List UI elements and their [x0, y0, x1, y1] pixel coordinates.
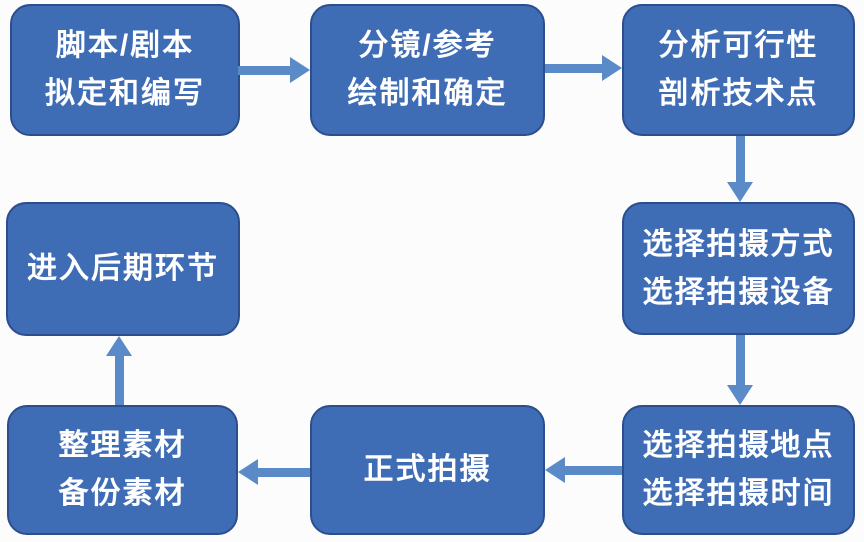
arrow-left-icon — [545, 457, 622, 483]
arrow-head — [727, 385, 753, 405]
arrow-head — [727, 182, 753, 202]
node-text-line: 拟定和编写 — [45, 77, 205, 110]
node-feasibility-analysis: 分析可行性 剖析技术点 — [622, 4, 855, 136]
node-text-line: 整理素材 — [58, 429, 187, 462]
arrow-shaft — [565, 465, 622, 475]
node-choose-location-time: 选择拍摄地点 选择拍摄时间 — [622, 405, 855, 535]
node-text-line: 分析可行性 — [658, 29, 819, 62]
node-organize-backup-material: 整理素材 备份素材 — [7, 405, 238, 535]
arrow-down-icon — [727, 335, 753, 405]
node-formal-shooting: 正式拍摄 — [310, 405, 545, 535]
arrow-head — [290, 57, 310, 83]
node-text-line: 进入后期环节 — [27, 252, 219, 285]
arrow-shaft — [735, 335, 745, 385]
node-text-line: 分镜/参考 — [358, 29, 497, 62]
arrow-right-icon — [545, 55, 622, 81]
arrow-shaft — [114, 356, 124, 405]
node-text-line: 选择拍摄时间 — [642, 477, 835, 510]
arrow-shaft — [238, 65, 290, 75]
node-text-line: 绘制和确定 — [347, 77, 508, 110]
arrow-head — [602, 55, 622, 81]
node-enter-post-production: 进入后期环节 — [6, 202, 240, 336]
node-storyboard-drawing: 分镜/参考 绘制和确定 — [310, 4, 545, 136]
arrow-shaft — [258, 467, 310, 477]
arrow-head — [545, 457, 565, 483]
node-text-line: 备份素材 — [58, 477, 187, 510]
arrow-shaft — [545, 63, 602, 73]
arrow-down-icon — [727, 136, 753, 202]
node-text-line: 选择拍摄方式 — [642, 227, 835, 261]
node-text-line: 正式拍摄 — [363, 453, 492, 486]
node-text-line: 脚本/剧本 — [55, 29, 195, 62]
arrow-head — [106, 336, 132, 356]
arrow-left-icon — [238, 459, 310, 485]
arrow-shaft — [735, 136, 745, 182]
node-text-line: 剖析技术点 — [658, 77, 819, 110]
node-text-line: 选择拍摄设备 — [642, 275, 835, 309]
arrow-right-icon — [238, 57, 310, 83]
arrow-up-icon — [106, 336, 132, 405]
node-text-line: 选择拍摄地点 — [642, 429, 835, 462]
arrow-head — [238, 459, 258, 485]
node-script-writing: 脚本/剧本 拟定和编写 — [10, 4, 240, 136]
node-choose-method-equipment: 选择拍摄方式 选择拍摄设备 — [622, 202, 855, 335]
